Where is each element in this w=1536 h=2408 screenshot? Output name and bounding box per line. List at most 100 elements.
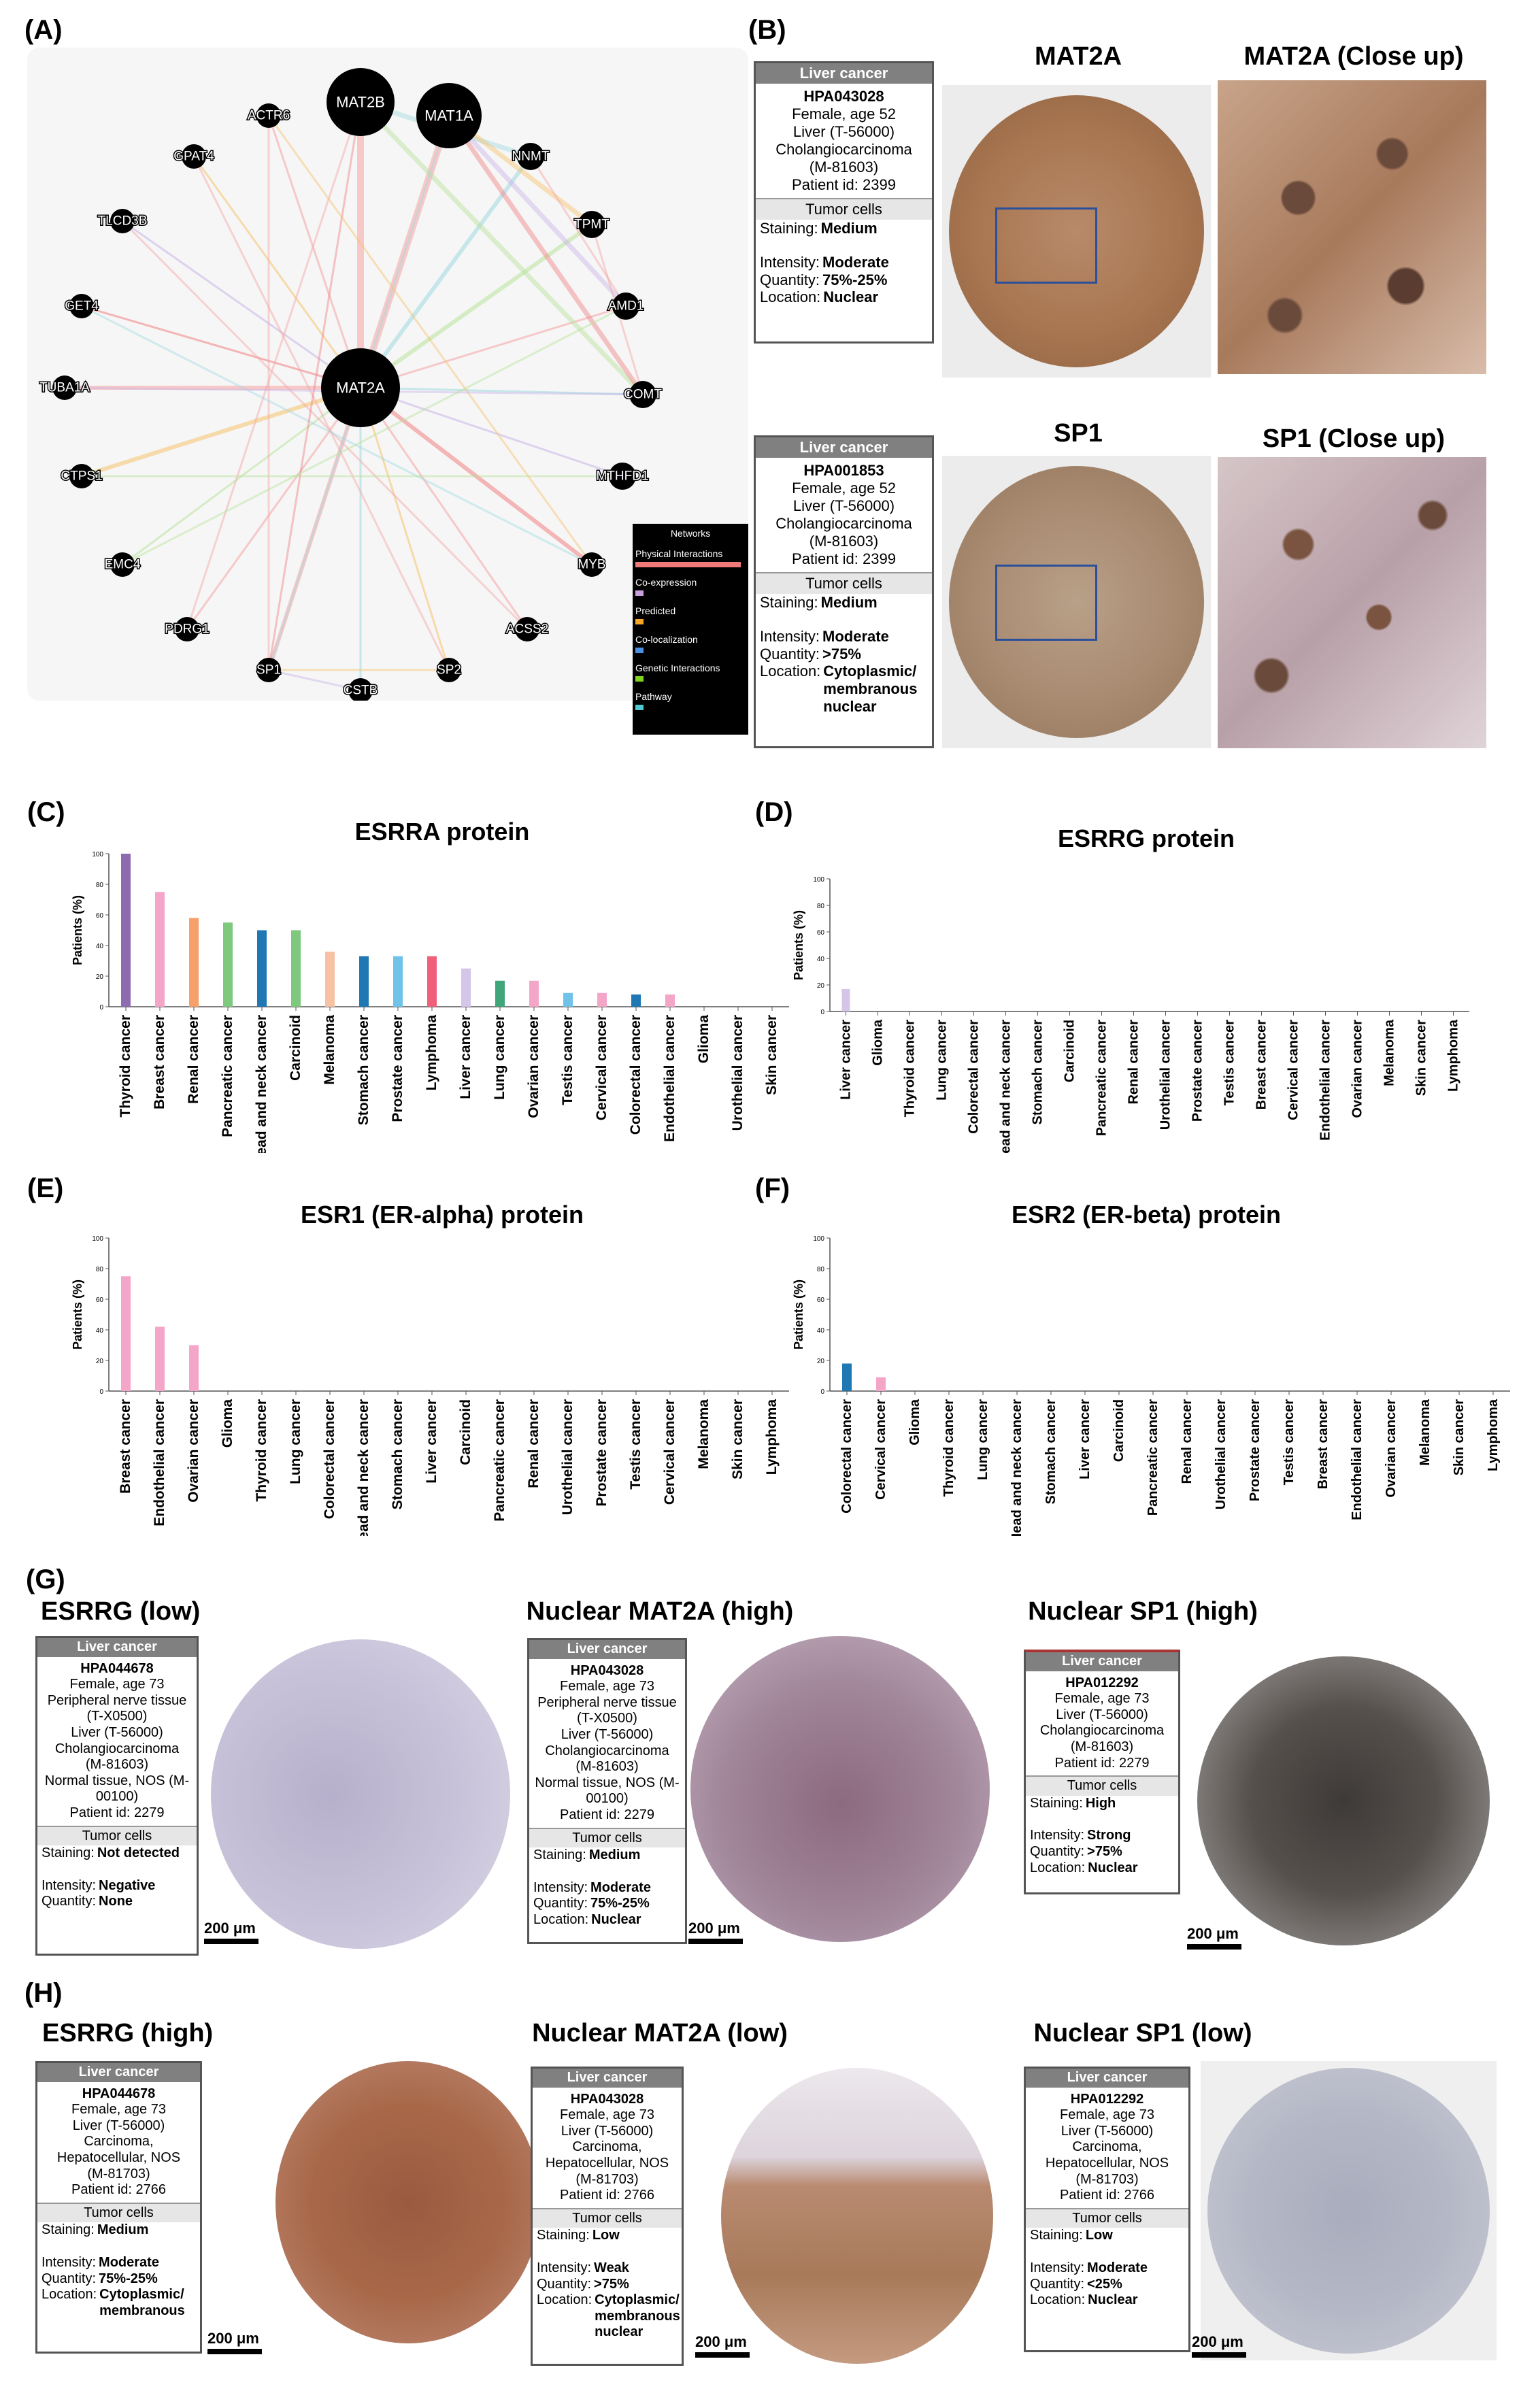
patient-line: 00100) — [586, 1791, 629, 1807]
quantity-value: 75%-25% — [99, 2271, 158, 2286]
x-tick-label: Ovarian cancer — [186, 1399, 201, 1503]
node-label: GET4 — [65, 299, 99, 314]
x-tick-label: Prostate cancer — [1248, 1399, 1263, 1501]
patient-line: (M-81703) — [87, 2166, 150, 2181]
x-tick-label: Thyroid cancer — [903, 1020, 918, 1118]
network-edge — [268, 669, 361, 692]
bar — [665, 994, 675, 1007]
y-tick-label: 20 — [817, 1358, 825, 1365]
node-tuba1a[interactable]: TUBA1A — [39, 375, 91, 400]
x-tick-label: Colorectal cancer — [967, 1020, 982, 1134]
x-tick-label: Glioma — [220, 1399, 235, 1448]
node-label: NNMT — [512, 150, 550, 164]
patient-line: Peripheral nerve tissue — [537, 1694, 677, 1710]
patient-line: Female, age 73 — [560, 2107, 654, 2123]
node-get4[interactable]: GET4 — [64, 294, 100, 318]
patient-line: Cholangiocarcinoma — [1039, 1723, 1165, 1739]
sp1-low-tissue-core — [1207, 2068, 1490, 2354]
network-edge — [267, 115, 593, 565]
legend-swatch — [635, 590, 644, 596]
node-sp1[interactable]: SP1 — [256, 658, 282, 682]
bar — [842, 1363, 852, 1391]
node-acss2[interactable]: ACSS2 — [505, 617, 550, 641]
antibody-id: HPA043028 — [570, 1662, 644, 1678]
network-edge — [81, 386, 361, 478]
panel-label-f: (F) — [755, 1173, 790, 1203]
scale-bar: 200 μm — [1187, 1925, 1241, 1950]
x-tick-label: Cervical cancer — [594, 1015, 610, 1120]
node-gpat4[interactable]: GPAT4 — [173, 144, 216, 169]
bar — [393, 956, 403, 1007]
patient-line: 00100) — [95, 1789, 139, 1805]
x-tick-label: Liver cancer — [839, 1020, 854, 1100]
patient-line: Female, age 73 — [69, 1677, 165, 1692]
node-comt[interactable]: COMT — [623, 381, 663, 408]
patient-line: Carcinoma, — [1072, 2139, 1142, 2155]
x-tick-label: Lymphoma — [1446, 1019, 1461, 1092]
location-key: Location: — [1030, 1860, 1086, 1875]
mat2a-closeup-image — [1218, 80, 1486, 374]
legend-item: Physical Interactions — [635, 548, 746, 567]
patient-line: Cholangiocarcinoma — [54, 1741, 180, 1756]
node-label: TPMT — [574, 218, 610, 232]
node-ctps1[interactable]: CTPS1 — [60, 464, 103, 488]
patient-line: (T-X0500) — [86, 1709, 148, 1724]
node-circle — [437, 658, 461, 682]
x-tick-label: Lung cancer — [288, 1399, 303, 1484]
staining-key: Staining: — [533, 1847, 586, 1863]
network-edge — [193, 156, 450, 671]
node-mat1a[interactable]: MAT1A — [416, 83, 482, 148]
intensity-value: Moderate — [1087, 2260, 1148, 2275]
node-emc4[interactable]: EMC4 — [103, 552, 141, 577]
location-value: Nuclear — [1088, 2292, 1138, 2308]
node-tlcd3b[interactable]: TLCD3B — [97, 209, 148, 233]
patient-line: Patient id: 2279 — [1054, 1755, 1150, 1771]
node-myb[interactable]: MYB — [577, 552, 607, 577]
patient-line: Female, age 73 — [71, 2102, 166, 2118]
network-edge — [359, 222, 593, 390]
network-edge — [359, 386, 593, 567]
patient-line: Cholangiocarcinoma — [775, 140, 912, 158]
patient-line: Liver (T-56000) — [561, 1726, 654, 1742]
node-nnmt[interactable]: NNMT — [511, 143, 550, 170]
patient-line: Liver (T-56000) — [1061, 2123, 1154, 2139]
node-cstb[interactable]: CSTB — [342, 678, 379, 703]
scale-bar-label: 200 μm — [204, 1920, 256, 1937]
quantity-key: Quantity: — [41, 1894, 97, 1909]
node-mat2b[interactable]: MAT2B — [327, 68, 395, 136]
sp1-high-tissue-core — [1197, 1656, 1490, 1945]
bar — [155, 892, 165, 1007]
bar — [461, 968, 471, 1007]
scale-bar-label: 200 μm — [695, 2333, 747, 2350]
x-tick-label: Breast cancer — [1316, 1399, 1331, 1490]
node-label: ACSS2 — [506, 622, 548, 637]
x-tick-label: Urothelial cancer — [730, 1015, 746, 1131]
staining-key: Staining: — [760, 593, 818, 611]
hpa-info-box-mat2a-low: Liver cancer HPA043028 Female, age 73 Li… — [531, 2067, 684, 2366]
network-edge — [358, 155, 533, 389]
x-tick-label: Breast cancer — [1254, 1020, 1269, 1110]
node-tpmt[interactable]: TPMT — [573, 211, 611, 238]
h-title-esrrg-high: ESRRG (high) — [42, 2019, 214, 2047]
quantity-key: Quantity: — [533, 1896, 588, 1911]
node-mthfd1[interactable]: MTHFD1 — [595, 463, 650, 490]
y-tick-label: 80 — [96, 882, 104, 889]
patient-line: (M-81603) — [1070, 1739, 1134, 1754]
legend-swatch — [635, 562, 741, 567]
x-tick-label: Liver cancer — [458, 1015, 473, 1099]
quantity-value: >75% — [1087, 1843, 1122, 1859]
node-circle — [348, 678, 373, 703]
scale-bar-label: 200 μm — [1192, 2333, 1243, 2350]
node-sp2[interactable]: SP2 — [436, 658, 462, 682]
mat2a-tissue-frame — [942, 85, 1211, 378]
node-amd1[interactable]: AMD1 — [607, 292, 645, 320]
node-label: PDRG1 — [165, 622, 209, 637]
sp1-closeup-title: SP1 (Close up) — [1262, 424, 1446, 453]
patient-line: (M-81703) — [575, 2171, 639, 2187]
quantity-value: <25% — [1087, 2276, 1122, 2292]
y-tick-label: 20 — [96, 1358, 104, 1365]
node-mat2a[interactable]: MAT2A — [321, 348, 400, 427]
node-pdrg1[interactable]: PDRG1 — [164, 617, 210, 641]
node-actr6[interactable]: ACTR6 — [246, 103, 291, 128]
x-tick-label: Colorectal cancer — [628, 1015, 644, 1135]
